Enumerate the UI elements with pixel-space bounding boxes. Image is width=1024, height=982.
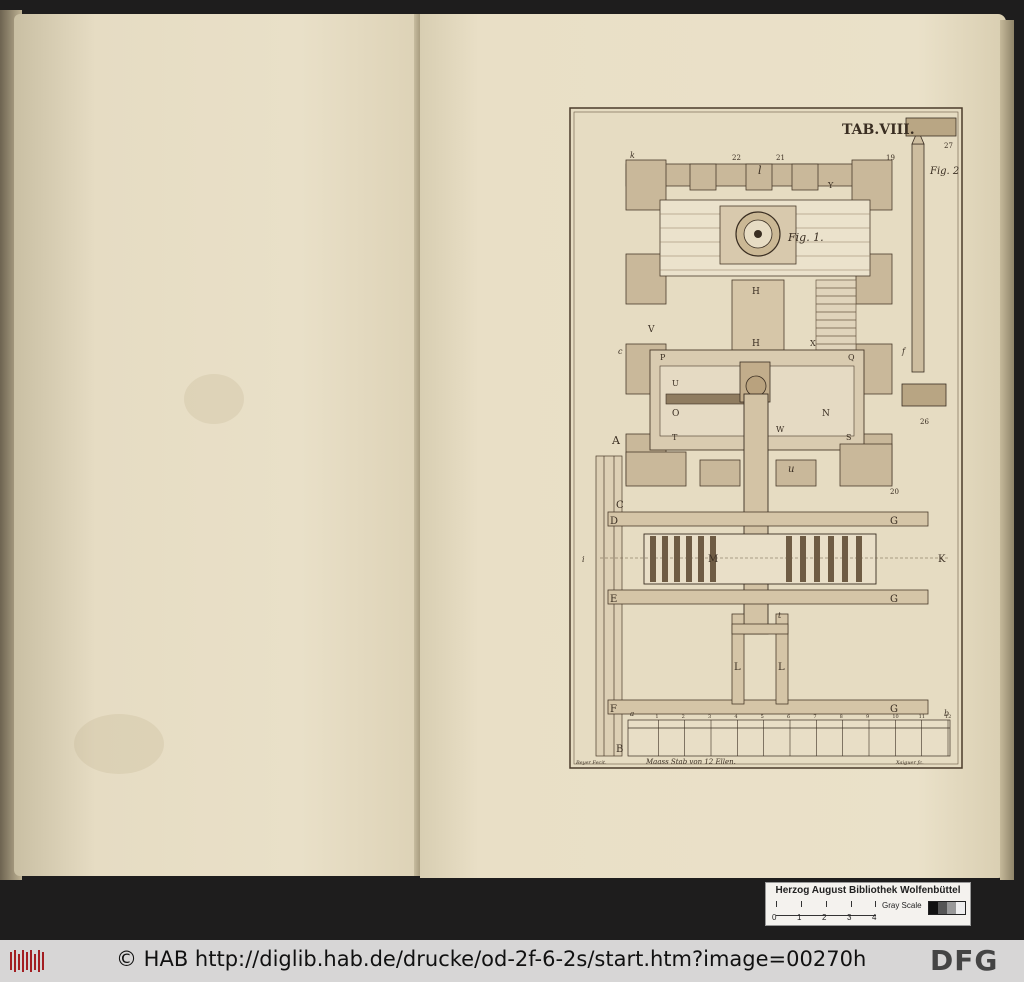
plate-letter: 22 (732, 154, 741, 162)
gray-swatch (956, 902, 965, 914)
plate-letter: V (647, 325, 655, 335)
plate-letter: U (672, 379, 679, 388)
plate-letter: L (734, 662, 741, 673)
striped-gallery (643, 533, 877, 585)
plate-letter: M (708, 554, 718, 565)
fig-small-block (905, 117, 957, 137)
gray-swatch (929, 902, 938, 914)
plate-letter: 19 (886, 154, 895, 162)
plate-letter: H (752, 287, 760, 297)
scale-number: 3 (708, 714, 711, 720)
engraver-left: Beyer Fecit. (575, 760, 607, 766)
plate-letter: B (616, 744, 623, 755)
plate-letter: N (822, 409, 830, 419)
plate-letter: Y (827, 181, 834, 190)
plate-letter: l (758, 164, 762, 177)
plate-letter: 26 (920, 418, 929, 426)
plate-letter: b (944, 709, 949, 718)
scale-number: 10 (892, 714, 898, 720)
plate-letter: W (776, 425, 785, 434)
fig-small-box (901, 383, 947, 407)
copyright-link[interactable]: © HAB http://diglib.hab.de/drucke/od-2f-… (116, 947, 867, 971)
scale-number: 8 (840, 714, 843, 720)
plate-letter: t (778, 611, 782, 620)
scale-caption: Maass Stab von 12 Ellen. (645, 758, 736, 766)
gray-scale-label: Gray Scale (882, 901, 922, 910)
plate-letter: 21 (776, 154, 785, 162)
cm-ruler (776, 901, 876, 916)
plate-letter: G (890, 704, 898, 715)
plate-letter: a (630, 710, 634, 718)
plate-letter: Q (848, 353, 855, 362)
plate-letter: 20 (890, 488, 899, 496)
book-right-edge (1000, 20, 1014, 880)
fig2-label: Fig. 2 (929, 166, 959, 177)
scale-number: 7 (813, 714, 816, 720)
scale-number: 11 (919, 714, 925, 720)
scale-number: 4 (734, 714, 737, 720)
plate-letter: A (611, 434, 621, 447)
plate-letter: S (846, 433, 851, 442)
measuring-scale (627, 719, 951, 757)
plate-letter: i (582, 555, 585, 564)
scale-number: 2 (682, 714, 685, 720)
left-page-blank (14, 14, 422, 876)
plate-letter: F (610, 704, 617, 715)
scale-number: 12 (945, 714, 951, 720)
plate-letter: 27 (944, 142, 953, 150)
plate-letter: G (890, 594, 898, 605)
fig1-label: Fig. 1. (787, 231, 824, 244)
scale-number: 1 (655, 714, 658, 720)
library-name: Herzog August Bibliothek Wolfenbüttel (775, 885, 961, 896)
plate-letter: f (901, 347, 907, 356)
plate-letter: k (630, 151, 635, 160)
plate-letter: c (618, 347, 623, 356)
plate-letter: P (660, 353, 666, 362)
scale-number: 5 (761, 714, 764, 720)
footer-bar: © HAB http://diglib.hab.de/drucke/od-2f-… (0, 940, 1024, 982)
gray-scale-swatches (928, 901, 966, 915)
plate-letter: K (938, 554, 946, 565)
plate-letter: u (788, 464, 794, 475)
plate-letter: L (778, 662, 785, 673)
plate-title: TAB.VIII. (842, 122, 915, 138)
dfg-logo: DFG (930, 944, 999, 977)
plate-letter: D (610, 516, 618, 527)
scale-number: 6 (787, 714, 790, 720)
plate-letter: C (616, 500, 624, 511)
gray-swatch (947, 902, 956, 914)
plate-letter: E (610, 594, 617, 605)
fig2-column (911, 143, 925, 373)
plate-letter: H (752, 339, 760, 349)
engraver-right: Xaiguer fc. (895, 760, 924, 766)
hab-barcode-logo-icon (8, 948, 48, 974)
scale-number: 9 (866, 714, 869, 720)
plate-letter: X (810, 339, 816, 348)
gray-swatch (938, 902, 947, 914)
library-color-label: Herzog August Bibliothek Wolfenbüttel 0 … (765, 882, 971, 926)
plate-letter: G (890, 516, 898, 527)
plate-letter: T (672, 433, 678, 442)
plate-letter: O (672, 409, 679, 419)
